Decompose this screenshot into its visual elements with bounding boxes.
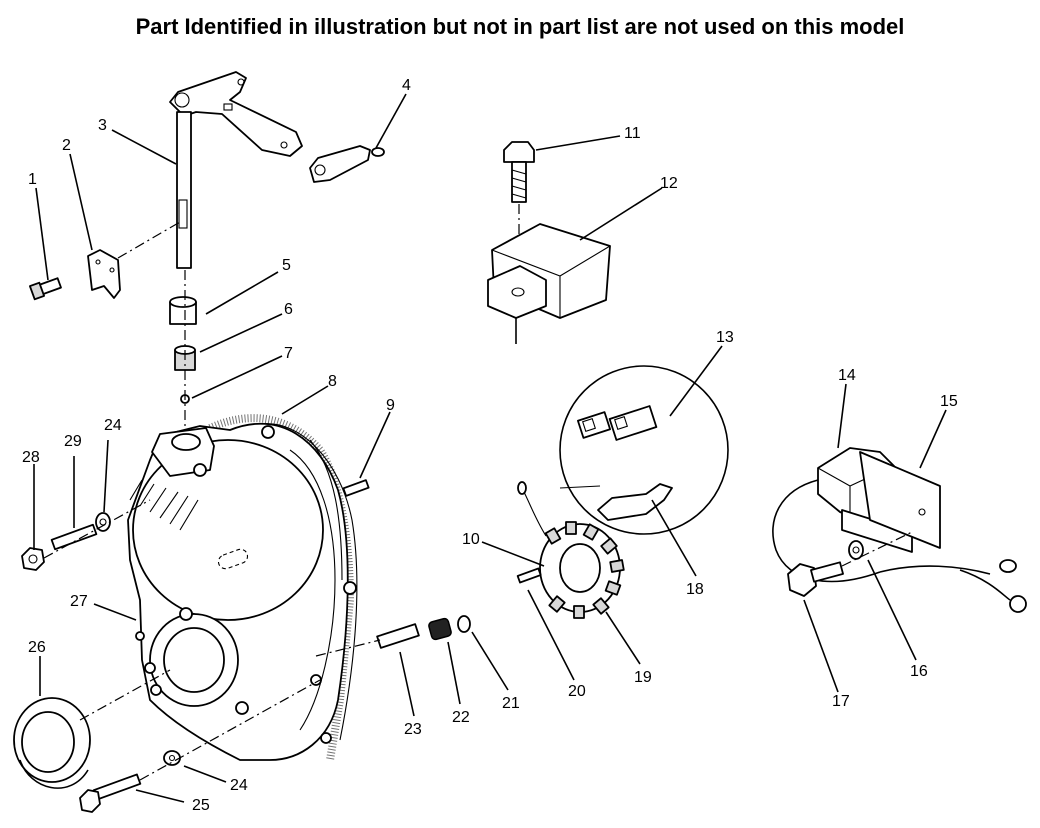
callout-12: 12 bbox=[660, 175, 678, 192]
callout-3: 3 bbox=[98, 117, 107, 134]
page-title: Part Identified in illustration but not … bbox=[135, 14, 905, 39]
callout-6: 6 bbox=[284, 301, 293, 318]
callout-11: 11 bbox=[624, 125, 641, 142]
oil-seal-part-26 bbox=[13, 697, 91, 789]
callout-20: 20 bbox=[568, 683, 586, 700]
callout-1: 1 bbox=[28, 171, 37, 188]
screw-part-10 bbox=[516, 567, 542, 584]
nut-part-28 bbox=[21, 547, 45, 571]
callout-28: 28 bbox=[22, 449, 40, 466]
gear-case-cover bbox=[127, 414, 357, 761]
callout-5: 5 bbox=[282, 257, 291, 274]
regulator-part-12 bbox=[487, 223, 611, 344]
bolt-part-17 bbox=[787, 561, 844, 597]
throttle-lever-part bbox=[169, 71, 303, 269]
callout-29: 29 bbox=[64, 433, 82, 450]
gasket-part-8 bbox=[261, 423, 358, 741]
bushing-part-5 bbox=[169, 296, 197, 325]
callout-24-upper: 24 bbox=[104, 417, 122, 434]
bolt-part-1 bbox=[29, 277, 62, 301]
callout-24-lower: 24 bbox=[230, 777, 248, 794]
bolt-part-25 bbox=[79, 773, 142, 813]
connector-detail-circle bbox=[559, 365, 729, 535]
bolt-part-11 bbox=[503, 141, 535, 203]
callout-26: 26 bbox=[28, 639, 46, 656]
ball-joint-part-4 bbox=[309, 145, 385, 183]
pin-part-23 bbox=[376, 623, 420, 649]
stud-part-29 bbox=[50, 523, 98, 551]
callout-23: 23 bbox=[404, 721, 422, 738]
callout-17: 17 bbox=[832, 693, 850, 710]
callout-4: 4 bbox=[402, 77, 411, 94]
callout-22: 22 bbox=[452, 709, 470, 726]
stator-part-19 bbox=[517, 481, 625, 619]
callout-14: 14 bbox=[838, 367, 856, 384]
leader-lines bbox=[33, 93, 947, 803]
callout-10: 10 bbox=[462, 531, 480, 548]
callout-2: 2 bbox=[62, 137, 71, 154]
bracket-part-2 bbox=[87, 249, 121, 299]
callout-25: 25 bbox=[192, 797, 210, 814]
wire-harness bbox=[772, 479, 1027, 613]
cap-part-22 bbox=[428, 617, 452, 641]
bracket-plate-part-15 bbox=[859, 451, 941, 549]
dowel-pin-part-9 bbox=[342, 479, 370, 497]
callout-21: 21 bbox=[502, 695, 520, 712]
callout-7: 7 bbox=[284, 345, 293, 362]
callout-19: 19 bbox=[634, 669, 652, 686]
callout-9: 9 bbox=[386, 397, 395, 414]
callout-numbers: 1 2 3 4 5 6 7 8 9 10 11 12 13 14 15 16 1… bbox=[22, 77, 958, 814]
callout-15: 15 bbox=[940, 393, 958, 410]
callout-8: 8 bbox=[328, 373, 337, 390]
callout-18: 18 bbox=[686, 581, 704, 598]
washer-part-24-lower bbox=[163, 750, 181, 766]
callout-16: 16 bbox=[910, 663, 928, 680]
ring-part-21 bbox=[457, 615, 471, 633]
callout-27: 27 bbox=[70, 593, 88, 610]
callout-13: 13 bbox=[716, 329, 734, 346]
